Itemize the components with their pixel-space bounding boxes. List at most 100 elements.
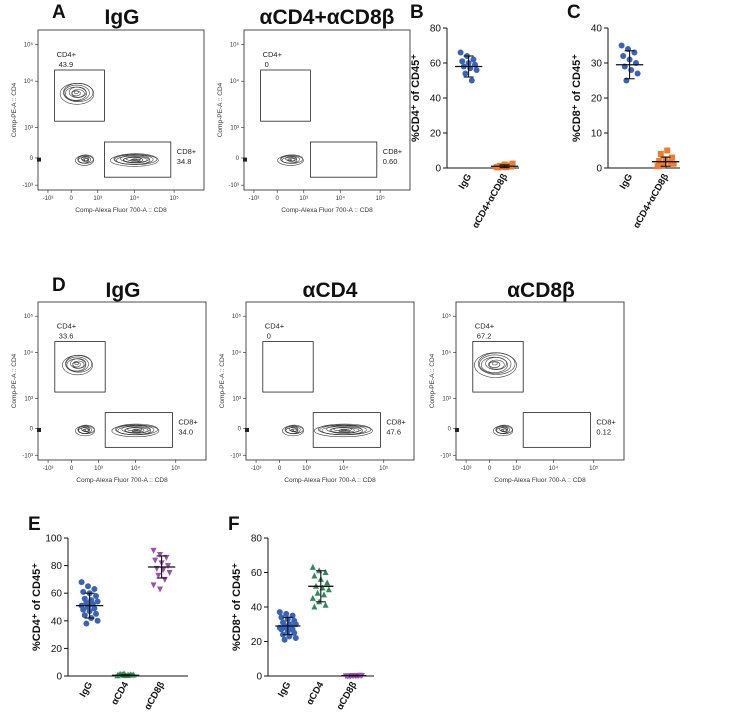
x-tick-label: 10⁵ (379, 465, 389, 472)
x-tick-label: 10³ (299, 196, 308, 202)
category-label: IgG (78, 680, 95, 699)
x-tick-label: 0 (278, 466, 282, 472)
y-tick-label: 0 (236, 156, 240, 162)
axis-event-blob (243, 157, 247, 162)
y-tick-label: 20 (591, 94, 603, 105)
axis-event-blob (37, 157, 41, 162)
y-tick-label: 60 (251, 568, 263, 579)
contour-ring (478, 352, 516, 375)
cd8-gate (312, 412, 381, 448)
y-tick-label: 40 (251, 603, 263, 614)
contour-ring (485, 356, 507, 370)
category-label: αCD4+αCD8β (631, 172, 671, 231)
cd4-gate-label: CD4+ (263, 50, 283, 59)
x-axis-label: Comp-Alexa Fluor 700-A :: CD8 (281, 207, 373, 214)
y-tick-label: 0 (435, 164, 441, 175)
contour-ring (124, 427, 145, 433)
contour-ring (63, 83, 94, 103)
series-group (275, 609, 301, 643)
contour-ring (491, 361, 498, 366)
data-point (620, 53, 627, 59)
data-point (91, 605, 98, 612)
data-point (498, 163, 505, 170)
data-point (459, 58, 466, 65)
y-axis-label: Comp-PE-A :: CD4 (219, 353, 226, 408)
x-tick-label: -10³ (249, 196, 260, 202)
category-label: IgG (618, 172, 635, 191)
data-point (509, 160, 516, 167)
cd4-population-contour (474, 352, 517, 378)
contour-ring (340, 428, 348, 431)
data-point (150, 547, 157, 554)
y-axis-label: %CD4⁺ of CD45⁺ (410, 54, 422, 142)
data-point (93, 592, 99, 599)
contour-ring (330, 427, 355, 433)
data-point (94, 617, 101, 624)
category-label: αCD4 (304, 679, 326, 707)
panel-letter-f: F (228, 514, 240, 535)
data-point (91, 586, 98, 593)
series-group (75, 579, 104, 627)
series-group (341, 672, 367, 680)
contour-ring (333, 427, 352, 432)
data-point (80, 588, 87, 595)
y-tick-label: 60 (430, 59, 442, 70)
flow-plot-title: αCD8β (507, 279, 575, 302)
y-tick-label: 10³ (232, 396, 241, 402)
contour-ring (83, 428, 90, 433)
x-tick-label: -10³ (461, 466, 472, 472)
panel-letter: D (52, 275, 66, 296)
flow-plot-title: IgG (105, 6, 140, 29)
cd8-population-contour (313, 423, 373, 438)
y-tick-label: 100 (45, 534, 62, 545)
contour-ring (133, 428, 139, 431)
data-point (656, 158, 663, 164)
y-axis-label: Comp-PE-A :: CD4 (217, 82, 224, 137)
data-point (657, 151, 664, 157)
y-axis-label: %CD8⁺ of CD45⁺ (231, 563, 243, 651)
cd4-gate (54, 69, 105, 122)
contour-ring (117, 426, 152, 436)
data-point (311, 603, 318, 610)
y-tick-label: 80 (251, 534, 263, 545)
cd8-gate (522, 412, 591, 448)
contour-ring (489, 361, 501, 368)
series-group (651, 147, 680, 170)
y-tick-label: -10³ (230, 453, 241, 459)
y-tick-label: 10⁴ (24, 350, 34, 357)
flow-plot-title: IgG (106, 279, 141, 302)
cd4-gate-value: 0 (265, 60, 269, 69)
data-point (278, 626, 285, 633)
y-tick-label: 10⁴ (24, 78, 34, 85)
y-tick-label: 80 (51, 561, 63, 572)
y-tick-label: 10⁵ (232, 313, 242, 320)
data-point (278, 614, 285, 621)
contour-ring (492, 425, 513, 437)
x-tick-label: 10⁴ (339, 465, 349, 472)
y-tick-label: 0 (30, 426, 34, 432)
axis-event-blob (245, 427, 249, 432)
x-axis-label: Comp-Alexa Fluor 700-A :: CD8 (494, 477, 586, 484)
data-point (468, 77, 475, 84)
data-point (470, 56, 477, 63)
contour-ring (74, 361, 79, 365)
data-point (321, 591, 327, 598)
panel-letter-e: E (28, 514, 41, 535)
cd8-gate (309, 141, 378, 178)
cd8-gate-value: 34.8 (177, 157, 192, 166)
cd4-gate (54, 341, 106, 393)
contour-ring (81, 158, 86, 161)
data-point (292, 635, 299, 642)
y-tick-label: 40 (591, 24, 603, 35)
contour-ring (132, 158, 138, 161)
category-label: αCD8β (142, 680, 167, 712)
data-point (309, 594, 316, 601)
data-point (322, 569, 329, 575)
data-point (157, 552, 163, 559)
data-point (309, 563, 316, 570)
